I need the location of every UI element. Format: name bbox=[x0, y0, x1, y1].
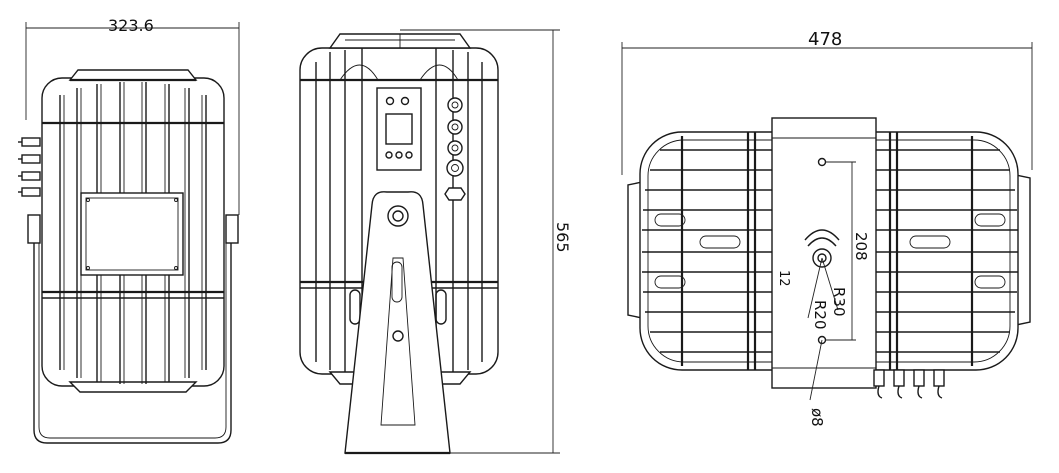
front-view: 323.6 bbox=[18, 16, 240, 444]
side-height-dimension: 565 bbox=[400, 29, 572, 454]
radius-inner-label: R20 bbox=[811, 300, 829, 330]
arc-slot bbox=[804, 229, 840, 241]
side-connectors bbox=[444, 97, 466, 201]
front-yoke bbox=[33, 225, 232, 444]
mount-hole-bottom bbox=[817, 335, 827, 345]
display-screen bbox=[385, 113, 413, 145]
radius-outer-label: R30 bbox=[830, 287, 848, 317]
mount-hole-top bbox=[817, 157, 827, 167]
top-length-label: 478 bbox=[808, 29, 842, 50]
hole-diameter-label: ø8 bbox=[808, 408, 826, 427]
front-cover-plate bbox=[80, 192, 184, 276]
front-width-dimension: 323.6 bbox=[25, 16, 240, 215]
front-width-label: 323.6 bbox=[108, 16, 154, 35]
front-cable-glands bbox=[18, 137, 41, 197]
top-fin-slots bbox=[654, 213, 1006, 289]
top-cable-glands bbox=[873, 369, 945, 399]
hole-spacing-label: 208 bbox=[852, 232, 870, 261]
side-view: 565 bbox=[299, 29, 572, 455]
top-length-dimension: 478 bbox=[621, 29, 1033, 175]
side-height-label: 565 bbox=[553, 222, 572, 253]
slot-width-label: 12 bbox=[776, 270, 791, 287]
top-view: 478 bbox=[621, 29, 1033, 427]
